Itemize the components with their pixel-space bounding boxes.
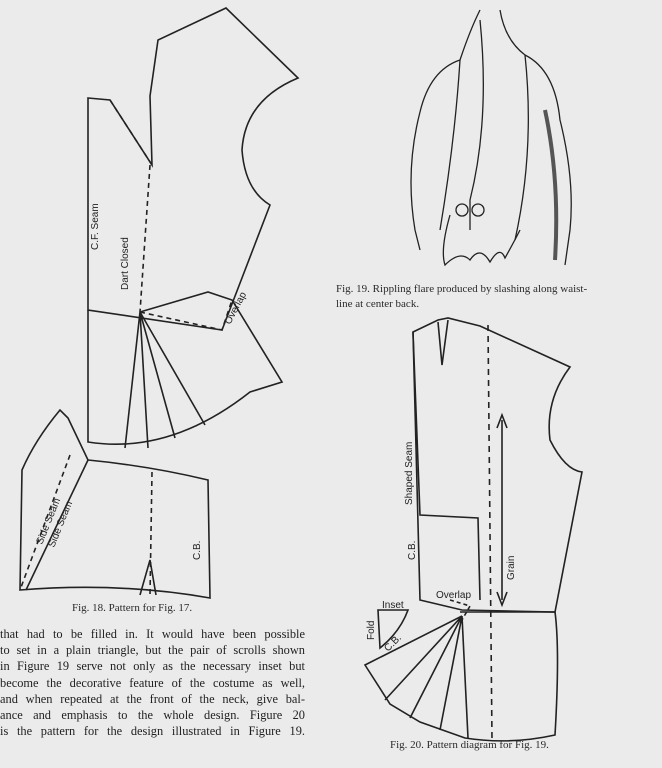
cf-seam-label: C.F. Seam [90,203,101,250]
fig20-caption: Fig. 20. Pattern diagram for Fig. 19. [390,739,549,751]
body-line: that had to be filled in. It would have … [0,627,305,641]
inset-label: Inset [382,600,404,611]
overlap-label-fig20: Overlap [436,590,471,601]
fig19-caption-line2: line at center back. [336,298,420,310]
body-paragraph: that had to be filled in. It would have … [0,626,305,739]
body-line: is the pattern for the design illustrate… [0,724,305,739]
dart-closed-label: Dart Closed [120,237,131,290]
fig20-pattern: Shaped Seam C.B. Grain Overlap Inset Fol… [363,317,583,742]
body-line: and when repeated at the front of the ne… [0,691,305,706]
fig18-front-bodice: C.F. Seam Dart Closed Overlap [87,7,300,449]
body-line: in Figure 19 serve not only as the neces… [0,659,305,674]
shaped-seam-label: Shaped Seam [404,442,415,505]
fig19-caption-line1: Fig. 19. Rippling flare produced by slas… [336,283,588,295]
fold-label: Fold [366,621,377,640]
fig18-back-piece: Side Seam Side Seam C.B. [19,408,211,599]
fig18-caption: Fig. 18. Pattern for Fig. 17. [72,602,193,614]
fig19-back-sketch [410,9,572,267]
body-line: become the decorative feature of the cos… [0,675,305,690]
body-line: ance and emphasis to the whole design. F… [0,708,305,723]
cb-label-fig20: C.B. [407,541,418,560]
grain-label: Grain [506,556,517,580]
cb-lower-label: C.B. [382,633,404,655]
cb-label: C.B. [192,541,203,560]
body-line: to set in a plain triangle, but the pair… [0,643,305,658]
